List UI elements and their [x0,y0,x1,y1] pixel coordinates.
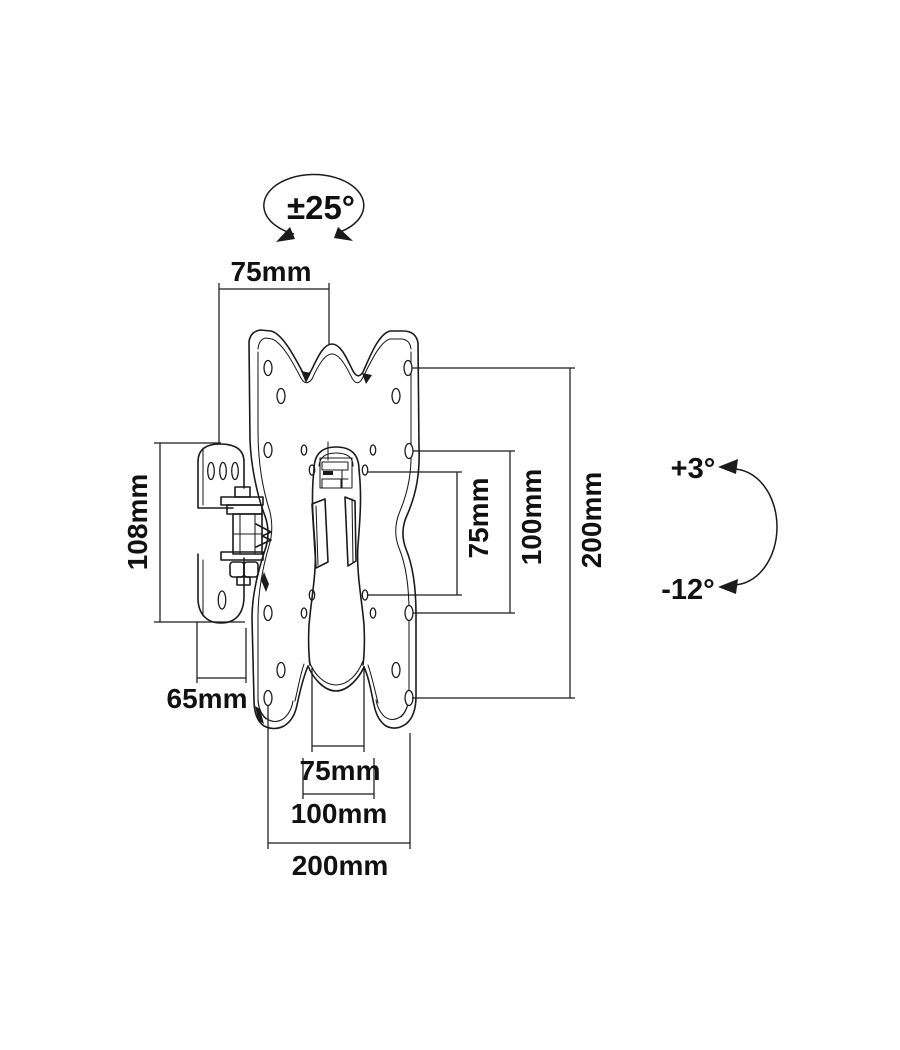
latch-foot [321,478,342,489]
hole-100-bottom-right [369,607,377,619]
label-vesa-h100: 100mm [291,798,388,829]
dim-vesa-h100 [302,758,375,799]
rail-left [311,498,329,569]
dim-top-offset [218,283,330,443]
label-tilt-up: +3° [671,453,716,485]
vesa-holes [263,359,414,707]
hole-200-bottom-right [404,689,414,707]
hole-aux-top-right [391,387,401,405]
hinge-block-lines [232,513,263,555]
hinge-bar-top [220,496,264,506]
label-vesa-v200: 200mm [576,472,607,569]
plate-leg-inner-fold-right [367,664,379,704]
dim-vesa-v100 [413,450,515,614]
labels: ±25° 75mm 108mm 65mm 75mm 100mm 200mm +3… [122,189,715,881]
plate-leg-inner-fold-left [294,663,305,702]
label-vesa-h200: 200mm [292,850,389,881]
bracket-slot-2 [219,461,227,481]
label-vesa-v100: 100mm [516,469,547,566]
hole-75-top-right [361,464,369,476]
hinge-nut-right [243,561,259,578]
arm-dome [313,446,360,471]
bracket-bottom-lobe [197,553,245,624]
hole-200-bottom-left [263,689,273,707]
label-tilt-down: -12° [661,574,715,606]
plate-left-leg-fold [257,699,294,723]
tilt-arm [307,441,366,666]
edge-shade-leg [255,706,264,724]
hole-aux-bottom-left [276,661,286,679]
dim-vesa-v200 [412,367,575,699]
swivel-arrow-left [276,227,295,242]
vesa-plate [248,329,420,730]
plate-right-leg-fold [375,695,410,721]
wall-bracket [197,443,272,624]
hole-200-top-left [263,359,273,377]
dim-vesa-h200 [267,706,411,849]
tilt-arrow-down [718,579,738,594]
hole-200-top-right [403,359,413,377]
hole-100-top-right [369,444,377,456]
hinge-tab [255,523,272,548]
hole-100-oval-bottom-right [404,604,414,622]
hinge-bolt-end [236,576,251,586]
hinge-assembly [220,486,272,586]
hinge-collar [226,504,263,515]
plate-crown-fold [257,337,412,384]
dim-wall-plate-height [154,442,245,623]
edge-shade-waist [261,572,269,592]
rail-left-edge [315,505,319,566]
dim-wall-plate-width [196,622,247,683]
bracket-slot-4 [217,590,227,610]
label-wall-plate-height: 108mm [122,474,153,571]
rail-right [344,496,357,567]
dimension-lines [154,283,575,849]
hole-aux-top-left [276,387,286,405]
swivel-arrow-arc [263,173,365,242]
bracket-slot-1 [207,461,215,481]
hinge-nut-left [229,561,245,578]
label-wall-plate-width: 65mm [167,683,248,714]
bracket-slot-3 [231,461,239,481]
label-top-offset: 75mm [231,256,312,287]
valley-crease-left [301,371,311,383]
hinge-cap [234,486,251,498]
latch-mechanism [319,457,353,489]
hole-100-top-left [300,444,308,456]
latch-pin [323,471,333,475]
plate-outline [248,329,420,730]
plate-arch-fold [308,660,364,686]
hole-100-bottom-left [300,607,308,619]
bracket-top-lobe [197,443,245,509]
hole-aux-bottom-right [391,661,401,679]
arm-right-side [356,469,366,666]
label-vesa-v75: 75mm [463,478,494,559]
hole-100-oval-top-left [263,441,273,459]
hole-75-bottom-right [361,589,369,601]
latch-bar [321,461,349,471]
rail-right-edge [351,498,354,564]
swivel-arrow-right [334,227,353,241]
tilt-arrow-arc [718,459,778,594]
arm-left-side [307,469,317,666]
dim-vesa-h75 [311,666,365,752]
tilt-arrow-up [718,459,738,474]
dim-vesa-v75 [368,471,462,596]
label-vesa-h75: 75mm [300,755,381,786]
valley-crease-right [362,373,372,384]
hole-100-oval-bottom-left [263,604,273,622]
hole-100-oval-top-right [404,442,414,460]
hinge-bar-bottom [220,551,264,561]
label-swivel-angle: ±25° [287,189,355,226]
